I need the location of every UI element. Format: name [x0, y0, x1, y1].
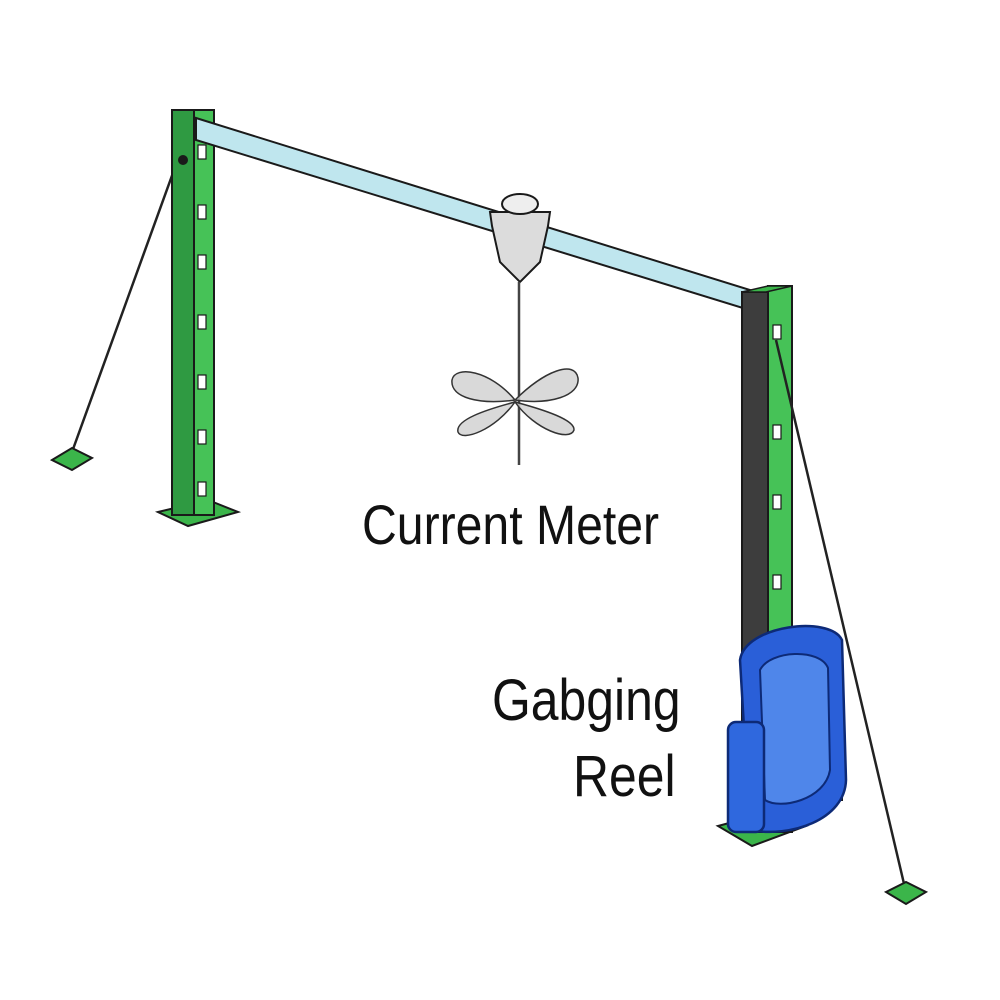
current-meter-label: Current Meter — [362, 493, 660, 556]
crossbar — [195, 116, 783, 322]
gauging-reel-label-line2: Reel — [573, 744, 676, 809]
left-post — [154, 109, 242, 528]
propeller — [451, 368, 579, 437]
current-meter — [451, 193, 579, 465]
left-guy-wire — [49, 147, 184, 472]
right-guy-wire — [774, 339, 929, 906]
gauging-reel — [726, 624, 848, 834]
gauging-reel-label-line1: Gabging — [492, 668, 681, 733]
